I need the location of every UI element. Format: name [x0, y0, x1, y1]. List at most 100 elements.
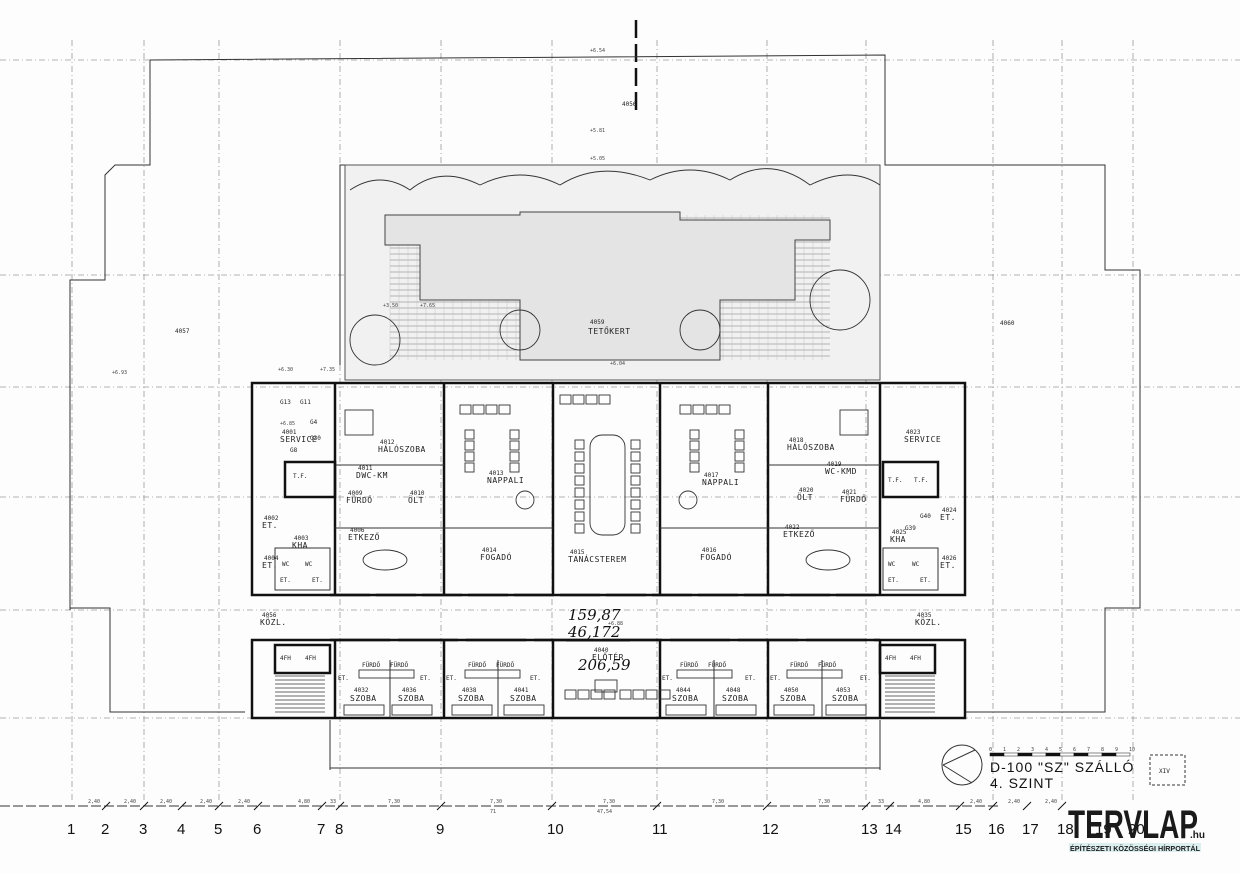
room-number: 4056 [262, 612, 277, 619]
room-name: ET. [940, 561, 956, 570]
room-number: 4006 [350, 527, 365, 534]
grid-axis-label: 16 [988, 821, 1005, 838]
room-name: NAPPALI [702, 478, 739, 487]
room-number: 4002 [264, 515, 279, 522]
room-number: 4016 [702, 547, 717, 554]
level-markers: +6.54 +5.81 +5.05 +6.93 +6.30 +7.35 +3.5… [112, 48, 625, 627]
room-number: 4017 [704, 472, 719, 479]
grid-axis-label: 2 [101, 821, 109, 838]
svg-text:ET.: ET. [770, 675, 781, 682]
level-label: 4. SZINT [990, 775, 1054, 791]
zone-north-terrace-label: 4056 [622, 101, 637, 108]
dimension-value: 33 [330, 799, 336, 805]
dimension-total: 47,54 [597, 809, 612, 815]
dimension-value: 7,30 [490, 799, 502, 805]
guest-room-name: SZOBA [510, 694, 537, 703]
room-name: SERVICE [280, 435, 317, 444]
room-number: 4014 [482, 547, 497, 554]
watermark-brand: TERVLAP [1068, 803, 1198, 847]
svg-text:+3.50: +3.50 [383, 303, 398, 309]
roof-garden-number: 4059 [590, 319, 605, 326]
room-number: 4022 [785, 524, 800, 531]
guest-room-name: SZOBA [458, 694, 485, 703]
grid-axis-label: 6 [253, 821, 261, 838]
dimension-value: 2,40 [970, 799, 982, 805]
room-number: 4035 [917, 612, 932, 619]
grid-axis-label: 20 [1128, 821, 1145, 838]
room-name: HÁLÓSZOBA [787, 441, 835, 452]
guest-room-number: 4044 [676, 687, 691, 694]
svg-text:G13: G13 [280, 399, 291, 406]
grid-axis-label: 10 [547, 821, 564, 838]
svg-text:T.F.: T.F. [888, 477, 902, 484]
svg-text:ET.: ET. [338, 675, 349, 682]
svg-text:G11: G11 [300, 399, 311, 406]
grid-axis-label: 7 [317, 821, 325, 838]
room-name: TANÁCSTEREM [568, 553, 626, 564]
room-name: FÜRDŐ [346, 495, 373, 505]
room-number: 4025 [892, 529, 907, 536]
grid-axis-label: 19 [1095, 821, 1112, 838]
svg-text:+7.65: +7.65 [420, 303, 435, 309]
svg-text:+7.35: +7.35 [320, 367, 335, 373]
room-name: SERVICE [904, 435, 941, 444]
guest-room-number: 4032 [354, 687, 369, 694]
grid-axis-label: 9 [436, 821, 444, 838]
room-number: 4003 [294, 535, 309, 542]
room-name: KÖZL. [260, 617, 287, 627]
svg-text:+6.54: +6.54 [590, 48, 605, 54]
svg-text:T.F.: T.F. [914, 477, 928, 484]
room-number: 4019 [827, 461, 842, 468]
scale-tick: 4 [1045, 747, 1048, 753]
svg-text:T.F.: T.F. [293, 473, 307, 480]
roof-garden-label: TETŐKERT [588, 326, 631, 336]
sheet-number: XIV [1159, 768, 1170, 775]
dimension-value: 2,40 [1008, 799, 1020, 805]
dimension-value: 2,40 [200, 799, 212, 805]
room-name: ET. [262, 561, 278, 570]
room-name: ELŐTÉR [592, 651, 624, 662]
svg-text:FÜRDŐ: FÜRDŐ [680, 662, 698, 669]
scale-tick: 0 [989, 747, 992, 753]
guest-room-name: SZOBA [672, 694, 699, 703]
drawing-title: D-100 "SZ" SZÁLLÓ [990, 759, 1134, 775]
room-name: ÖLT [797, 492, 813, 502]
room-number: 4001 [282, 429, 297, 436]
dimension-value: 2,40 [160, 799, 172, 805]
grid-axis-label: 18 [1057, 821, 1074, 838]
svg-text:G40: G40 [920, 513, 931, 520]
dimension-value: 2,40 [238, 799, 250, 805]
room-name: NAPPALI [487, 476, 524, 485]
svg-text:ET.: ET. [446, 675, 457, 682]
svg-text:WC: WC [282, 561, 290, 568]
tervlap-watermark: TERVLAP .hu ÉPÍTÉSZETI KÖZÖSSÉGI HÍRPORT… [1068, 803, 1205, 853]
scale-tick: 6 [1073, 747, 1076, 753]
room-number: 4013 [489, 470, 504, 477]
grid-axis-label: 17 [1022, 821, 1039, 838]
furniture [344, 394, 869, 700]
room-name: ETKEZŐ [783, 529, 815, 539]
room-name: ÖLT [408, 495, 424, 505]
svg-text:ET.: ET. [530, 675, 541, 682]
dimension-value: 4,80 [298, 799, 310, 805]
svg-text:ET.: ET. [420, 675, 431, 682]
scale-tick: 8 [1101, 747, 1104, 753]
room-name: FÜRDŐ [840, 494, 867, 504]
guest-room-name: SZOBA [350, 694, 377, 703]
grid-axis-label: 14 [885, 821, 902, 838]
svg-text:+6.88: +6.88 [608, 621, 623, 627]
building-walls [250, 381, 967, 770]
room-name: DWC-KM [356, 471, 388, 480]
svg-text:FÜRDŐ: FÜRDŐ [790, 662, 808, 669]
room-name: HÁLÓSZOBA [378, 443, 426, 454]
scale-tick: 5 [1059, 747, 1062, 753]
dimension-value: 2,40 [88, 799, 100, 805]
dimension-value: 7,30 [388, 799, 400, 805]
room-number: 4009 [348, 490, 363, 497]
svg-text:ET.: ET. [860, 675, 871, 682]
guest-room-number: 4038 [462, 687, 477, 694]
